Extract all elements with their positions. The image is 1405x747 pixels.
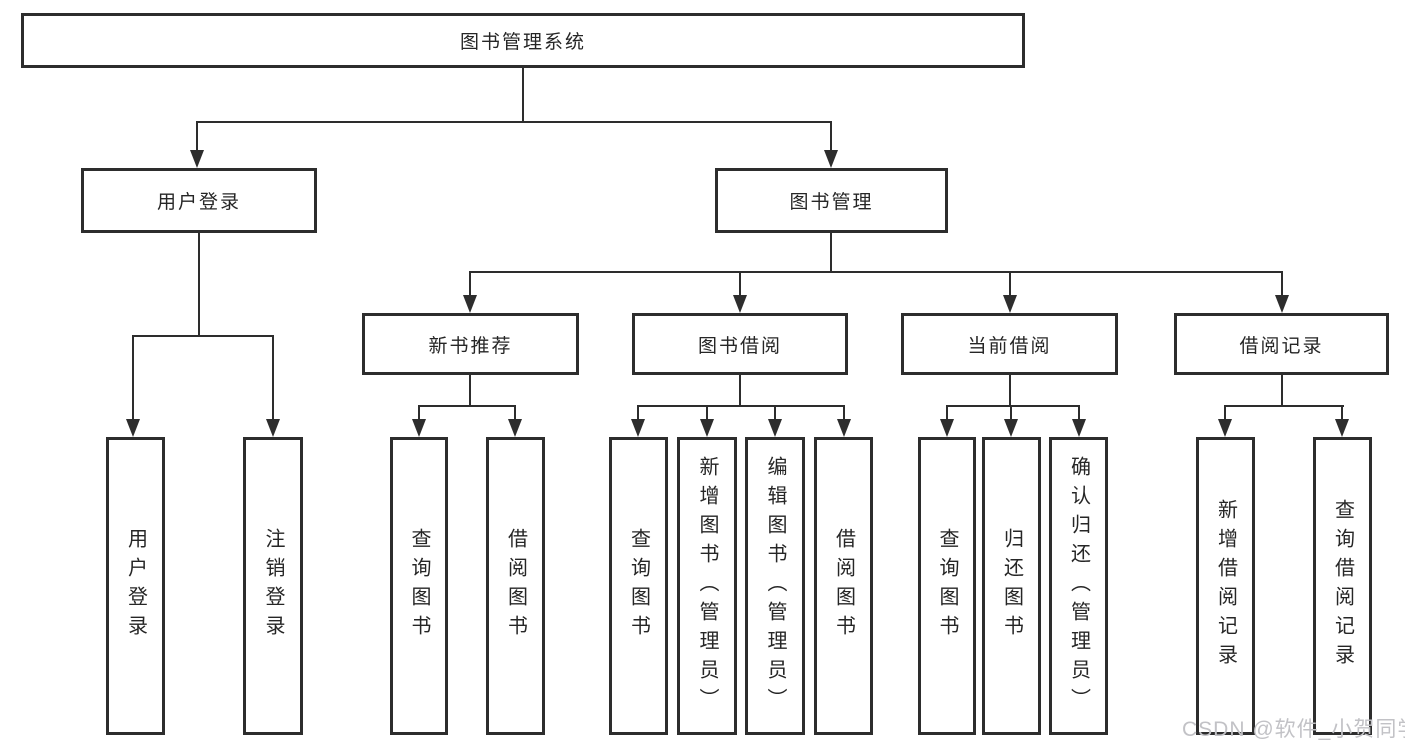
connector-g3-drop-3 <box>1078 405 1080 420</box>
leaf-label: 查询图书 <box>627 528 650 644</box>
node-leaf-edit-book-admin: 编辑图书（管理员） <box>745 437 805 735</box>
connector-g3-bus <box>946 405 1080 407</box>
leaf-label: 注销登录 <box>262 528 284 644</box>
node-leaf-query-borrow-record: 查询借阅记录 <box>1313 437 1372 735</box>
connector-g4-drop-2 <box>1341 405 1343 420</box>
connector-root-drop-right <box>830 121 832 151</box>
node-leaf-query-book-3: 查询图书 <box>918 437 976 735</box>
arrow-down-icon <box>126 419 140 437</box>
node-borrow-record: 借阅记录 <box>1174 313 1389 375</box>
connector-root-drop-left <box>196 121 198 151</box>
connector-book-drop-4 <box>1281 271 1283 296</box>
node-leaf-add-book-admin: 新增图书（管理员） <box>677 437 737 735</box>
node-new-book-recommend: 新书推荐 <box>362 313 579 375</box>
node-current-borrow: 当前借阅 <box>901 313 1118 375</box>
leaf-label: 查询图书 <box>936 528 958 644</box>
node-book-borrow-label: 图书借阅 <box>697 335 782 357</box>
node-leaf-borrow-book-2: 借阅图书 <box>814 437 873 735</box>
connector-g1-bus <box>418 405 516 407</box>
connector-book-stem <box>830 233 832 273</box>
node-user-login-branch: 用户登录 <box>81 168 317 233</box>
node-leaf-query-book-1: 查询图书 <box>390 437 448 735</box>
connector-user-drop-1 <box>132 335 134 420</box>
arrow-down-icon <box>1003 295 1017 313</box>
node-root: 图书管理系统 <box>21 13 1025 68</box>
node-user-login-branch-label: 用户登录 <box>156 192 241 213</box>
arrow-down-icon <box>733 295 747 313</box>
arrow-down-icon <box>190 150 204 168</box>
node-borrow-record-label: 借阅记录 <box>1239 335 1324 357</box>
node-leaf-add-borrow-record: 新增借阅记录 <box>1196 437 1255 735</box>
connector-g1-drop-2 <box>514 405 516 420</box>
node-root-label: 图书管理系统 <box>459 32 586 53</box>
arrow-down-icon <box>1218 419 1232 437</box>
arrow-down-icon <box>1335 419 1349 437</box>
leaf-label: 确认归还（管理员） <box>1067 455 1090 717</box>
leaf-label: 归还图书 <box>1000 528 1023 644</box>
connector-g4-drop-1 <box>1224 405 1226 420</box>
connector-user-bus <box>132 335 274 337</box>
arrow-down-icon <box>1072 419 1086 437</box>
arrow-down-icon <box>508 419 522 437</box>
connector-g3-stem <box>1009 375 1011 407</box>
leaf-label: 查询借阅记录 <box>1331 499 1354 673</box>
connector-root-bus <box>196 121 832 123</box>
connector-root-stem <box>522 68 524 123</box>
connector-g4-bus <box>1224 405 1344 407</box>
leaf-label: 借阅图书 <box>504 528 527 644</box>
connector-g1-drop-1 <box>418 405 420 420</box>
arrow-down-icon <box>266 419 280 437</box>
node-leaf-borrow-book-1: 借阅图书 <box>486 437 545 735</box>
node-leaf-return-book: 归还图书 <box>982 437 1041 735</box>
arrow-down-icon <box>412 419 426 437</box>
leaf-label: 用户登录 <box>124 528 147 644</box>
node-current-borrow-label: 当前借阅 <box>967 335 1052 357</box>
connector-book-drop-3 <box>1009 271 1011 296</box>
arrow-down-icon <box>837 419 851 437</box>
node-leaf-user-login: 用户登录 <box>106 437 165 735</box>
node-book-management-branch-label: 图书管理 <box>789 192 874 213</box>
connector-g2-drop-1 <box>637 405 639 420</box>
leaf-label: 新增图书（管理员） <box>696 455 718 717</box>
connector-g2-drop-3 <box>774 405 776 420</box>
leaf-label: 借阅图书 <box>832 528 855 644</box>
connector-g2-stem <box>739 375 741 407</box>
connector-g2-drop-4 <box>843 405 845 420</box>
connector-g4-stem <box>1281 375 1283 407</box>
csdn-watermark: CSDN @软件_小贺同学 <box>1182 718 1405 741</box>
arrow-down-icon <box>768 419 782 437</box>
arrow-down-icon <box>940 419 954 437</box>
connector-g2-bus <box>637 405 845 407</box>
connector-g1-stem <box>469 375 471 407</box>
leaf-label: 新增借阅记录 <box>1214 499 1237 673</box>
arrow-down-icon <box>1275 295 1289 313</box>
node-leaf-confirm-return-admin: 确认归还（管理员） <box>1049 437 1108 735</box>
connector-book-bus <box>469 271 1283 273</box>
node-leaf-query-book-2: 查询图书 <box>609 437 668 735</box>
connector-user-drop-2 <box>272 335 274 420</box>
arrow-down-icon <box>463 295 477 313</box>
arrow-down-icon <box>700 419 714 437</box>
node-new-book-recommend-label: 新书推荐 <box>428 335 513 357</box>
leaf-label: 编辑图书（管理员） <box>764 455 786 717</box>
node-book-borrow: 图书借阅 <box>632 313 848 375</box>
node-book-management-branch: 图书管理 <box>715 168 948 233</box>
connector-user-stem <box>198 233 200 337</box>
connector-book-drop-1 <box>469 271 471 296</box>
connector-g3-drop-2 <box>1010 405 1012 420</box>
arrow-down-icon <box>1004 419 1018 437</box>
arrow-down-icon <box>824 150 838 168</box>
connector-g3-drop-1 <box>946 405 948 420</box>
leaf-label: 查询图书 <box>408 528 430 644</box>
arrow-down-icon <box>631 419 645 437</box>
connector-g2-drop-2 <box>706 405 708 420</box>
connector-book-drop-2 <box>739 271 741 296</box>
node-leaf-logout: 注销登录 <box>243 437 303 735</box>
